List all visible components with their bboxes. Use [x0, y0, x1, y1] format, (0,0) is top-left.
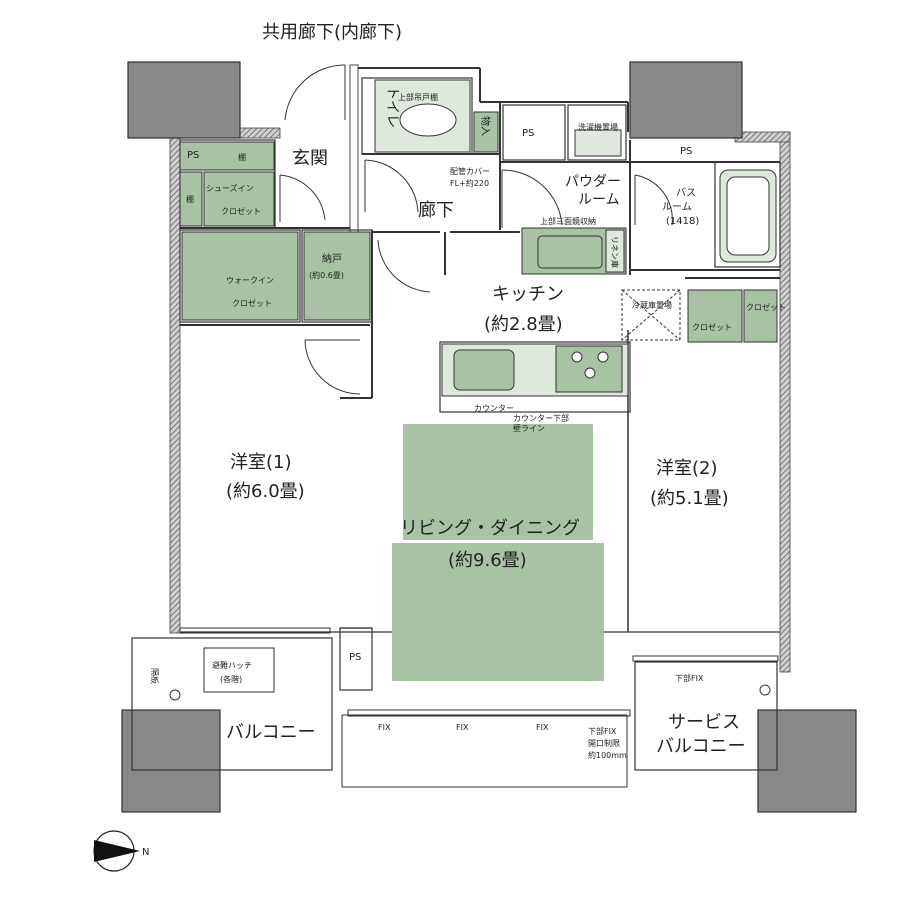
- note-mirror-storage: 上部三面鏡収納: [540, 216, 596, 226]
- shoes-label-2: クロゼット: [221, 206, 261, 216]
- window-frames: [179, 627, 779, 717]
- limit-label-1: 下部FIX: [588, 726, 617, 736]
- linen-label: リネン庫: [610, 236, 620, 268]
- entrance-label: 玄関: [292, 148, 328, 169]
- walkin-label-1: ウォークイン: [226, 276, 274, 285]
- living-label-1: リビング・ダイニング: [400, 518, 580, 539]
- nando-label-2: (約0.6畳): [309, 270, 344, 280]
- western1-label-2: (約6.0畳): [226, 481, 305, 502]
- limit-label-3: 約100mm: [588, 750, 627, 760]
- note-counter-lower-2: 壁ライン: [513, 423, 545, 433]
- balcony-label: バルコニー: [226, 722, 316, 743]
- note-pipe-cover-1: 配管カバー: [450, 166, 490, 176]
- toilet-label: トイレ: [384, 86, 400, 128]
- walkin-label-2: クロゼット: [232, 298, 272, 308]
- note-upper-shelf: 上部吊戸棚: [398, 92, 438, 102]
- storage-label: 物入: [479, 116, 492, 136]
- western2-label-2: (約5.1畳): [650, 488, 729, 509]
- closet-label: クロゼット: [692, 322, 732, 332]
- drain-marks: [169, 684, 771, 701]
- shelf-label-2: 棚: [186, 194, 194, 204]
- ps-label-1: PS: [522, 128, 534, 139]
- ps-label-3: PS: [680, 146, 692, 157]
- note-counter-lower-1: カウンター下部: [513, 413, 569, 423]
- fixtures: [179, 79, 778, 397]
- note-pipe-cover-2: FL+約220: [450, 178, 489, 188]
- closet2-label: クロゼット: [746, 302, 786, 312]
- fridge-label: 冷蔵庫置場: [632, 300, 672, 310]
- common-corridor-title: 共用廊下(内廊下): [262, 22, 402, 43]
- fix-label-3: FIX: [536, 723, 549, 732]
- structural-pillars: [121, 61, 857, 813]
- shelf-label-1: 棚: [238, 152, 246, 162]
- powder-label-1: パウダー: [565, 174, 621, 190]
- bath-label-1: バス: [676, 187, 696, 199]
- service-label-1: サービス: [668, 712, 740, 733]
- powder-label-2: ルーム: [578, 192, 620, 208]
- hatch-label-1: 避難ハッチ: [212, 660, 252, 670]
- fix-label-1: FIX: [378, 723, 391, 732]
- western1-label-1: 洋室(1): [230, 452, 292, 473]
- bath-size: (1418): [666, 216, 699, 227]
- north-label: N: [142, 847, 149, 858]
- kitchen-label-1: キッチン: [492, 284, 564, 305]
- corridor-label: 廊下: [418, 200, 454, 221]
- note-counter: カウンター: [474, 404, 514, 413]
- limit-label-2: 開口制限: [588, 738, 620, 748]
- service-label-2: バルコニー: [656, 736, 746, 757]
- kitchen-label-2: (約2.8畳): [484, 314, 563, 335]
- shoes-label-1: シューズイン: [206, 183, 254, 193]
- western2-label-1: 洋室(2): [656, 458, 718, 479]
- north-arrow-icon: [93, 830, 140, 872]
- washer-label: 洗濯機置場: [578, 122, 618, 132]
- nando-label-1: 納戸: [322, 252, 342, 265]
- hatch-label-2: (各階): [220, 674, 242, 684]
- bath-label-2: ルーム: [662, 201, 692, 213]
- divider-label: 隔板: [150, 668, 160, 684]
- ps-label-4: PS: [349, 652, 361, 663]
- lower-fix-label: 下部FIX: [675, 673, 704, 683]
- living-label-2: (約9.6畳): [448, 550, 527, 571]
- fix-label-2: FIX: [456, 723, 469, 732]
- door-swings: [279, 64, 673, 395]
- ps-label-2: PS: [187, 150, 199, 161]
- interior-walls: [131, 77, 781, 788]
- living-dining-area: [392, 424, 604, 681]
